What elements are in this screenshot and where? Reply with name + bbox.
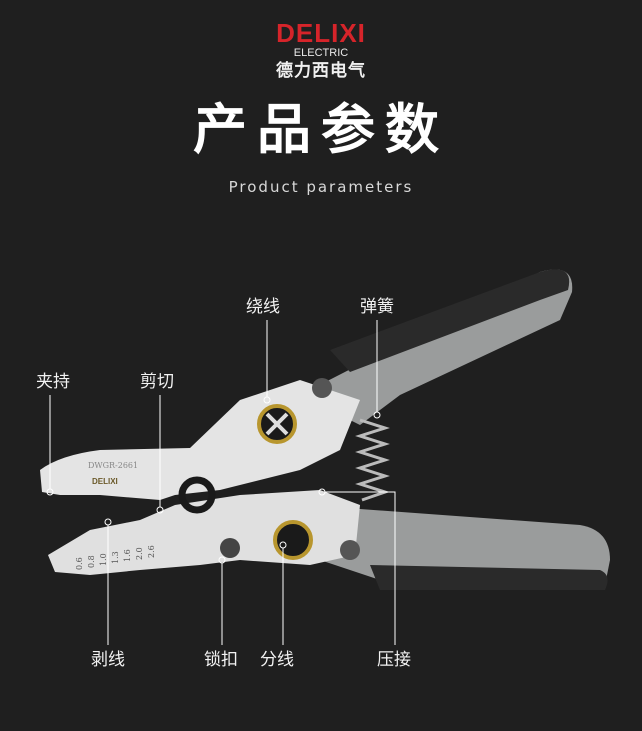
page-subtitle: Product parameters [228,178,414,196]
brand-logo-cn: 德力西电气 [276,61,366,81]
label-crimping: 压接 [377,650,411,670]
page-title: 产品参数 [193,98,449,161]
label-spring: 弹簧 [360,297,394,317]
engraved-brand: DELIXI [92,477,118,486]
spring [355,418,390,502]
brand-logo: DELIXI [276,18,366,48]
lower-handle-grip [370,565,608,590]
pivot-ring [178,476,216,514]
rivet-lower [340,540,360,560]
label-lock: 锁扣 [204,650,238,670]
lock-button [220,538,240,558]
label-splitting: 分线 [260,650,294,670]
gauge-mark: 0.6 [75,557,84,570]
label-cutting: 剪切 [140,372,174,392]
model-engraving: DWGR-2661 [88,461,138,470]
label-clamping: 夹持 [36,372,70,392]
upper-handle-grip [330,269,570,372]
crimp-hole [273,520,313,560]
gauge-mark: 0.8 [87,555,96,568]
gauge-mark: 1.6 [123,549,132,562]
brand-logo-sub: ELECTRIC [293,47,349,59]
lower-handle [305,505,610,585]
gauge-mark: 2.6 [147,545,156,558]
label-winding: 绕线 [246,297,280,317]
gauge-mark: 1.3 [111,551,120,564]
rivet-upper [312,378,332,398]
gauge-mark: 2.0 [135,547,144,560]
label-stripping: 剥线 [91,650,125,670]
gauge-mark: 1.0 [99,553,108,566]
